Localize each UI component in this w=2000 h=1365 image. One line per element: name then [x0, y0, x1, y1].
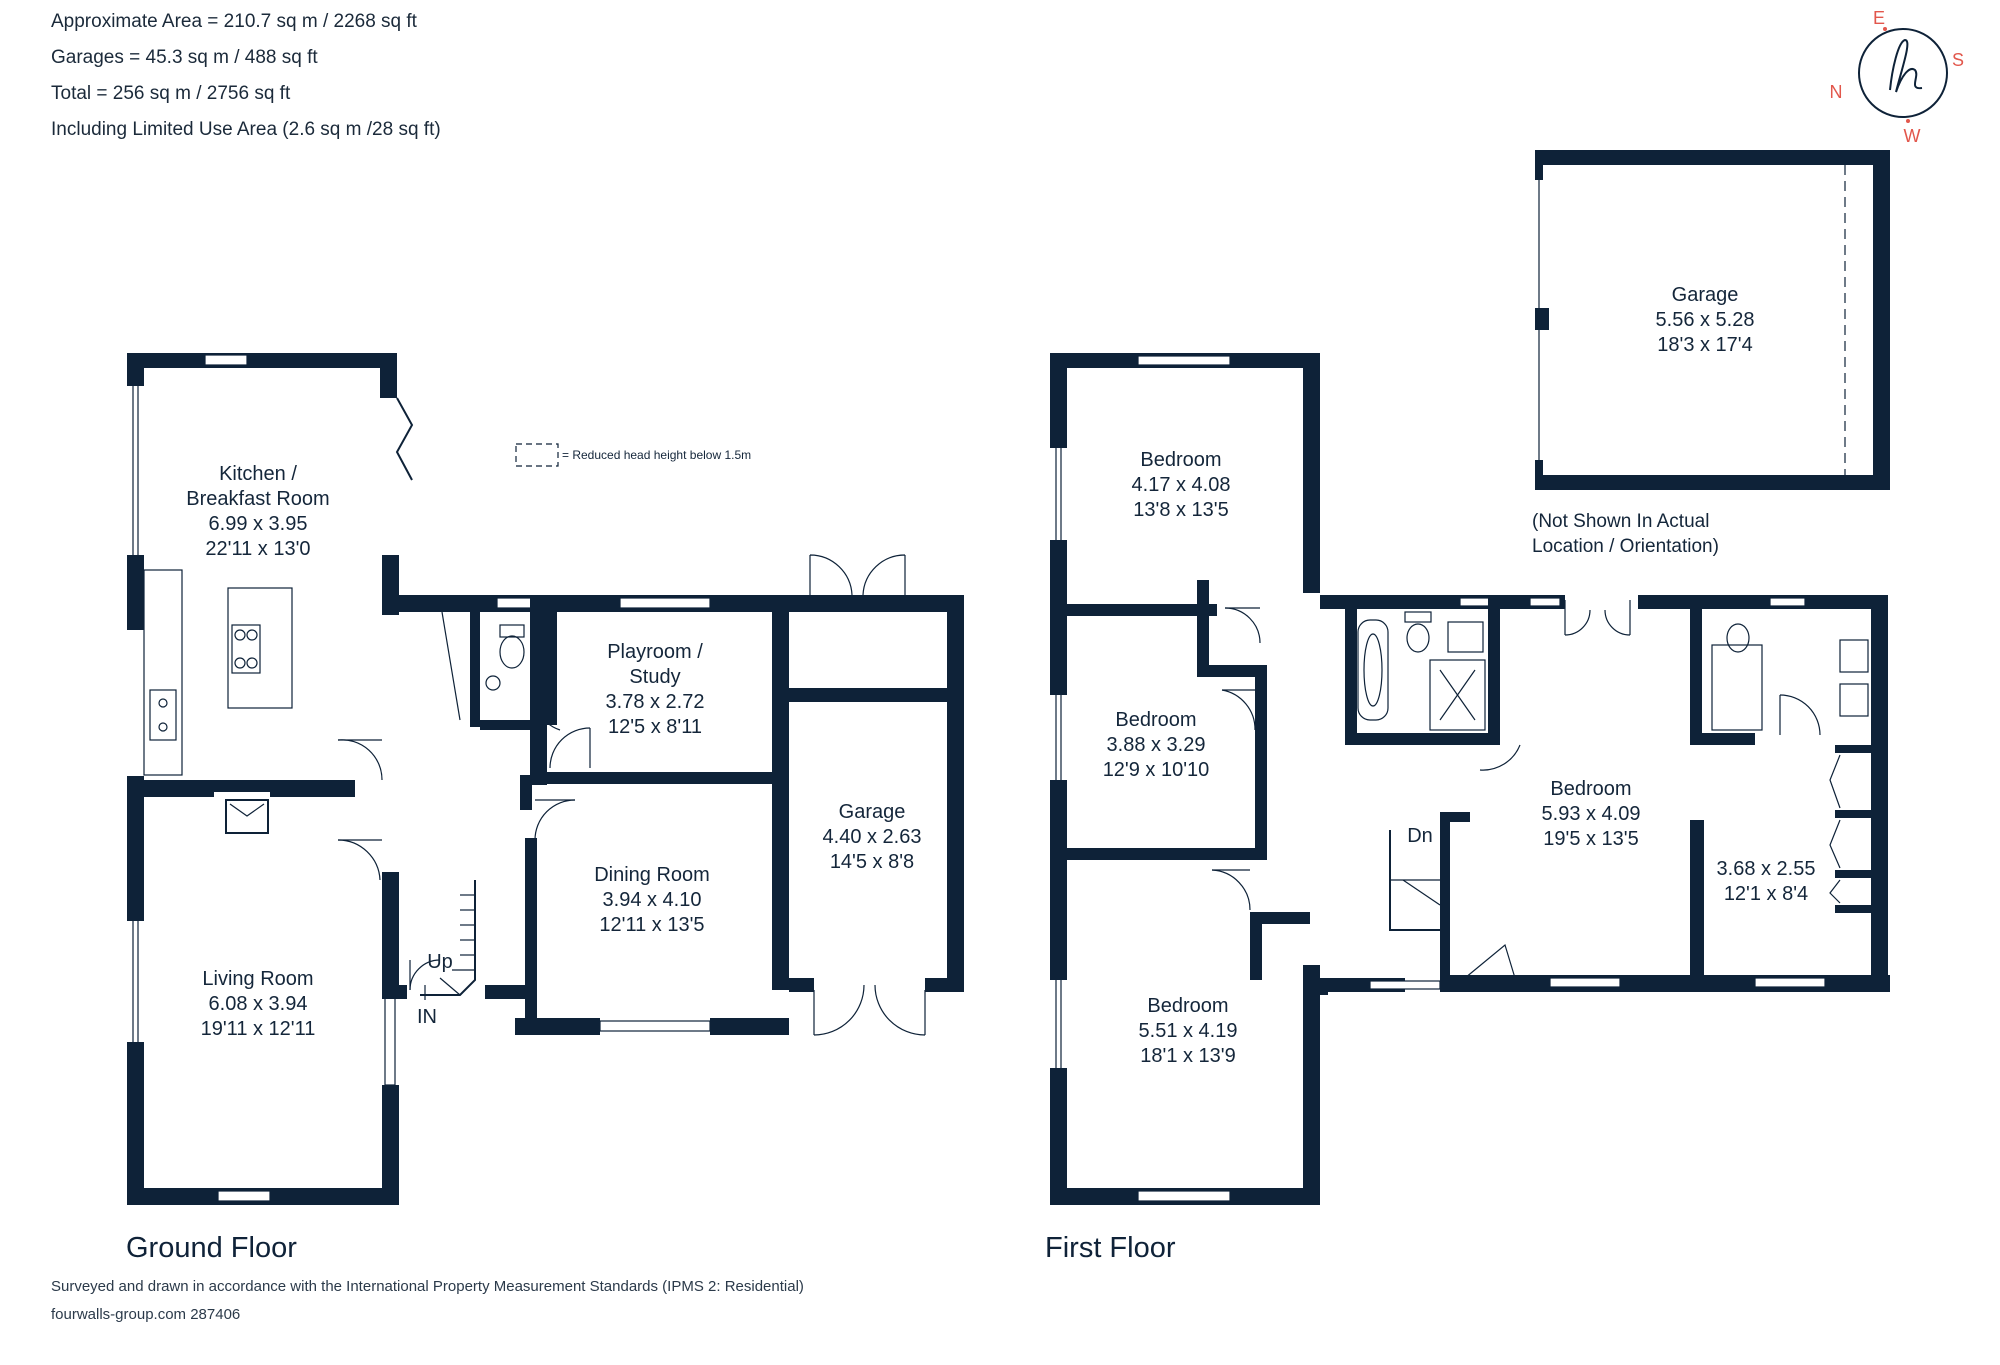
kitchen-name2: Breakfast Room — [186, 488, 329, 510]
detached-garage-metric: 5.56 x 5.28 — [1656, 309, 1755, 331]
garage-note-2: Location / Orientation) — [1532, 536, 1719, 557]
dashed-box-icon — [515, 443, 559, 467]
detached-garage-plan: Garage 5.56 x 5.28 18'3 x 17'4 (Not Show… — [1532, 150, 1890, 557]
dining-metric: 3.94 x 4.10 — [603, 889, 702, 911]
bed2-imperial: 12'9 x 10'10 — [1103, 759, 1210, 781]
bed3-name: Bedroom — [1147, 995, 1228, 1017]
ground-floor-label: Ground Floor — [126, 1232, 297, 1264]
bed3-metric: 5.51 x 4.19 — [1139, 1020, 1238, 1042]
compass-n: N — [1830, 82, 1843, 102]
garage-imperial: 14'5 x 8'8 — [830, 851, 914, 873]
compass-e: E — [1873, 8, 1885, 28]
area-summary: Approximate Area = 210.7 sq m / 2268 sq … — [51, 4, 441, 148]
room5-metric: 3.68 x 2.55 — [1717, 858, 1816, 880]
compass-s: S — [1952, 50, 1964, 70]
living-imperial: 19'11 x 12'11 — [201, 1018, 316, 1040]
compass-w: W — [1904, 126, 1921, 146]
legend: = Reduced head height below 1.5m — [515, 443, 751, 467]
bed4-imperial: 19'5 x 13'5 — [1543, 828, 1639, 850]
approx-area: Approximate Area = 210.7 sq m / 2268 sq … — [51, 11, 417, 32]
playroom-imperial: 12'5 x 8'11 — [608, 716, 702, 738]
garages-area: Garages = 45.3 sq m / 488 sq ft — [51, 47, 318, 68]
kitchen-name1: Kitchen / — [219, 463, 297, 485]
garage-name: Garage — [839, 801, 906, 823]
bed1-imperial: 13'8 x 13'5 — [1133, 499, 1229, 521]
stairs-up-label: Up — [427, 951, 453, 973]
bed2-name: Bedroom — [1115, 709, 1196, 731]
first-floor-label: First Floor — [1045, 1232, 1176, 1264]
playroom-name2: Study — [629, 666, 680, 688]
dining-name: Dining Room — [594, 864, 710, 886]
ground-floor-plan: Kitchen / Breakfast Room 6.99 x 3.95 22'… — [127, 353, 964, 1205]
footer-reference: fourwalls-group.com 287406 — [51, 1306, 241, 1323]
total-area: Total = 256 sq m / 2756 sq ft — [51, 83, 291, 104]
living-metric: 6.08 x 3.94 — [209, 993, 308, 1015]
kitchen-metric: 6.99 x 3.95 — [209, 513, 308, 535]
playroom-name1: Playroom / — [607, 641, 703, 663]
dining-imperial: 12'11 x 13'5 — [599, 914, 704, 936]
bed1-name: Bedroom — [1140, 449, 1221, 471]
garage-metric: 4.40 x 2.63 — [823, 826, 922, 848]
living-name: Living Room — [202, 968, 313, 990]
bed4-name: Bedroom — [1550, 778, 1631, 800]
entrance-label: IN — [417, 1006, 437, 1028]
bed3-imperial: 18'1 x 13'9 — [1140, 1045, 1236, 1067]
limited-use-area: Including Limited Use Area (2.6 sq m /28… — [51, 119, 441, 140]
bed4-metric: 5.93 x 4.09 — [1542, 803, 1641, 825]
stairs-down-label: Dn — [1407, 825, 1433, 847]
garage-note-1: (Not Shown In Actual — [1532, 511, 1709, 532]
first-floor-plan: Bedroom 4.17 x 4.08 13'8 x 13'5 Bedroom … — [1050, 353, 1890, 1205]
legend-text: = Reduced head height below 1.5m — [562, 448, 751, 462]
detached-garage-imperial: 18'3 x 17'4 — [1657, 334, 1753, 356]
footer-ipms: Surveyed and drawn in accordance with th… — [51, 1278, 804, 1295]
compass-logo-icon: E S N W — [1830, 8, 1965, 146]
bed2-metric: 3.88 x 3.29 — [1107, 734, 1206, 756]
logo-h-icon — [1889, 38, 1923, 93]
room5-imperial: 12'1 x 8'4 — [1724, 883, 1808, 905]
playroom-metric: 3.78 x 2.72 — [606, 691, 705, 713]
kitchen-imperial: 22'11 x 13'0 — [205, 538, 310, 560]
bed1-metric: 4.17 x 4.08 — [1132, 474, 1231, 496]
detached-garage-name: Garage — [1672, 284, 1739, 306]
